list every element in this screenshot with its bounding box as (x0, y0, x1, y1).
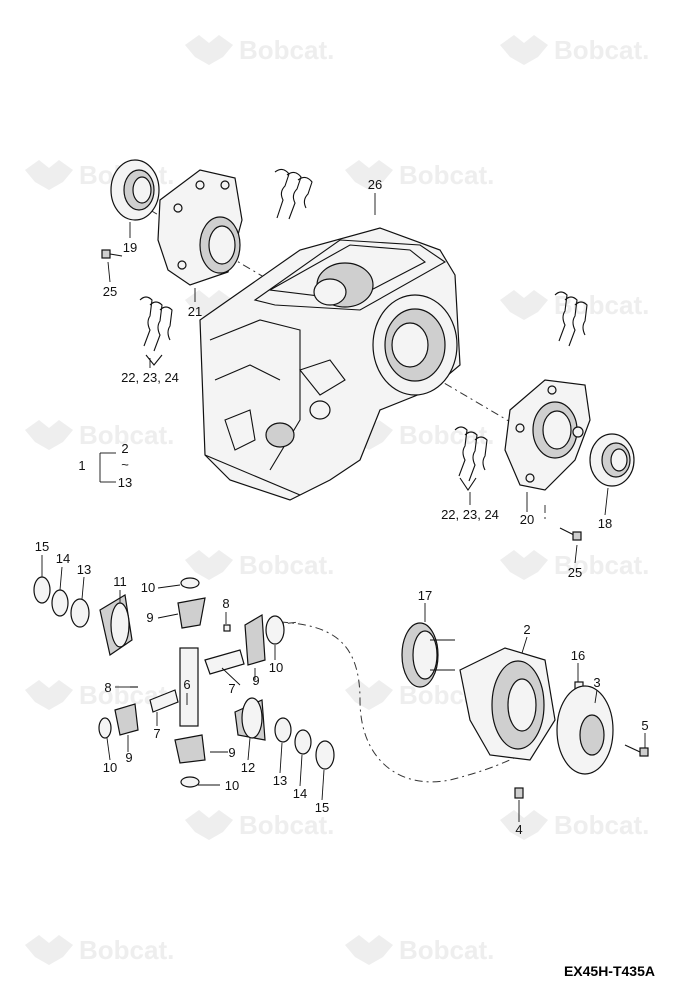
callout-12: 12 (241, 760, 255, 775)
callout-22-23-24-right: 22, 23, 24 (441, 507, 499, 522)
bearing-cover-21 (157, 169, 243, 286)
watermark-text: Bobcat. (239, 810, 334, 840)
callout-4: 4 (515, 822, 522, 837)
callout-17: 17 (418, 588, 432, 603)
shift-forks-right-upper (554, 291, 588, 347)
callout-9-b: 9 (252, 673, 259, 688)
callout-15-right: 15 (315, 800, 329, 815)
callout-1: 1 (78, 458, 85, 473)
bolt-25-right (559, 527, 582, 541)
watermark-text: Bobcat. (554, 550, 649, 580)
differential-left-group (33, 576, 335, 788)
callout-10-d: 10 (225, 778, 239, 793)
bobcat-logo-icon: Bobcat. (500, 290, 649, 320)
callout-21: 21 (188, 304, 202, 319)
shift-forks-right-lower (454, 426, 488, 491)
callout-9-a: 9 (146, 610, 153, 625)
bobcat-logo-icon: Bobcat. (25, 420, 174, 450)
callout-9-d: 9 (228, 745, 235, 760)
watermark-text: Bobcat. (399, 160, 494, 190)
callout-8-b: 8 (104, 680, 111, 695)
bobcat-logo-icon: Bobcat. (185, 810, 334, 840)
callout-2-range: 2 (121, 441, 128, 456)
callout-14-left: 14 (56, 551, 70, 566)
watermark-text: Bobcat. (79, 935, 174, 965)
bobcat-logo-icon: Bobcat. (345, 160, 494, 190)
callout-6: 6 (183, 677, 190, 692)
callout-15-left: 15 (35, 539, 49, 554)
watermark-text: Bobcat. (399, 420, 494, 450)
drawing-code: EX45H-T435A (564, 963, 655, 979)
callout-range-tilde: ~ (121, 457, 129, 472)
differential-right-group (401, 622, 649, 799)
bobcat-logo-icon: Bobcat. (500, 35, 649, 65)
callout-10-c: 10 (103, 760, 117, 775)
leader-lines (41, 193, 646, 822)
watermark-text: Bobcat. (554, 290, 649, 320)
bobcat-logo-icon: Bobcat. (185, 550, 334, 580)
watermark-text: Bobcat. (554, 35, 649, 65)
bearing-19 (110, 159, 160, 221)
callout-5: 5 (641, 718, 648, 733)
callout-7-a: 7 (228, 681, 235, 696)
callout-13-left: 13 (77, 562, 91, 577)
watermark-text: Bobcat. (79, 420, 174, 450)
callout-19: 19 (123, 240, 137, 255)
callout-10-b: 10 (269, 660, 283, 675)
callout-2-case: 2 (523, 622, 530, 637)
shift-forks-top (274, 168, 313, 220)
bearing-18 (589, 433, 635, 487)
callout-13-range: 13 (118, 475, 132, 490)
bobcat-logo-icon: Bobcat. (500, 810, 649, 840)
shift-forks-left (139, 296, 173, 366)
callout-3: 3 (593, 675, 600, 690)
callout-13-right: 13 (273, 773, 287, 788)
bearing-cover-20 (504, 379, 591, 491)
watermark-text: Bobcat. (554, 810, 649, 840)
watermark-text: Bobcat. (399, 935, 494, 965)
bobcat-logo-icon: Bobcat. (345, 935, 494, 965)
callout-25-left: 25 (103, 284, 117, 299)
transmission-housing (199, 227, 461, 501)
callout-25-right: 25 (568, 565, 582, 580)
callout-20: 20 (520, 512, 534, 527)
callout-8-a: 8 (222, 596, 229, 611)
callout-18: 18 (598, 516, 612, 531)
callout-9-c: 9 (125, 750, 132, 765)
watermark-text: Bobcat. (239, 35, 334, 65)
watermark-text: Bobcat. (239, 550, 334, 580)
callout-10-a: 10 (141, 580, 155, 595)
bolt-25-left (101, 249, 123, 259)
bobcat-logo-icon: Bobcat. (500, 550, 649, 580)
callouts: 26 19 25 21 22, 23, 24 22, 23, 24 20 18 … (35, 177, 649, 837)
callout-22-23-24-left: 22, 23, 24 (121, 370, 179, 385)
callout-16: 16 (571, 648, 585, 663)
bobcat-logo-icon: Bobcat. (185, 35, 334, 65)
callout-26: 26 (368, 177, 382, 192)
callout-11: 11 (113, 574, 127, 589)
callout-7-b: 7 (153, 726, 160, 741)
bobcat-logo-icon: Bobcat. (25, 935, 174, 965)
callout-14-right: 14 (293, 786, 307, 801)
